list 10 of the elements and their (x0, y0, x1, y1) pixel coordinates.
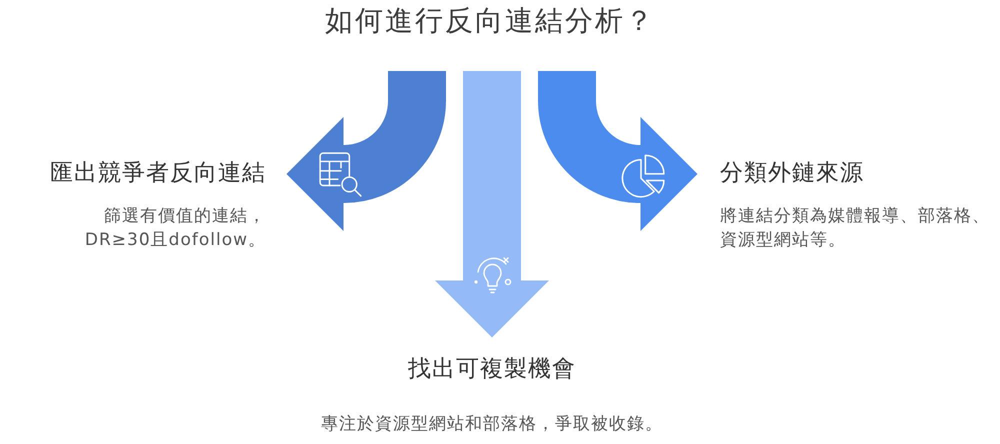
step-description: 專注於資源型網站和部落格，爭取被收錄。 (321, 413, 663, 436)
title: 如何進行反向連結分析？ (325, 3, 655, 39)
step-description: 將連結分類為媒體報導、部落格、資源型網站等。 (720, 205, 991, 252)
step-heading: 找出可複製機會 (408, 355, 576, 384)
step-description: 篩選有價值的連結，DR≥30且dofollow。 (84, 205, 266, 252)
curved-arrow (538, 71, 698, 231)
straight-arrow (435, 71, 549, 338)
step-heading: 分類外鏈來源 (720, 159, 864, 188)
step-heading: 匯出競爭者反向連結 (50, 159, 266, 188)
curved-arrow (286, 71, 446, 231)
